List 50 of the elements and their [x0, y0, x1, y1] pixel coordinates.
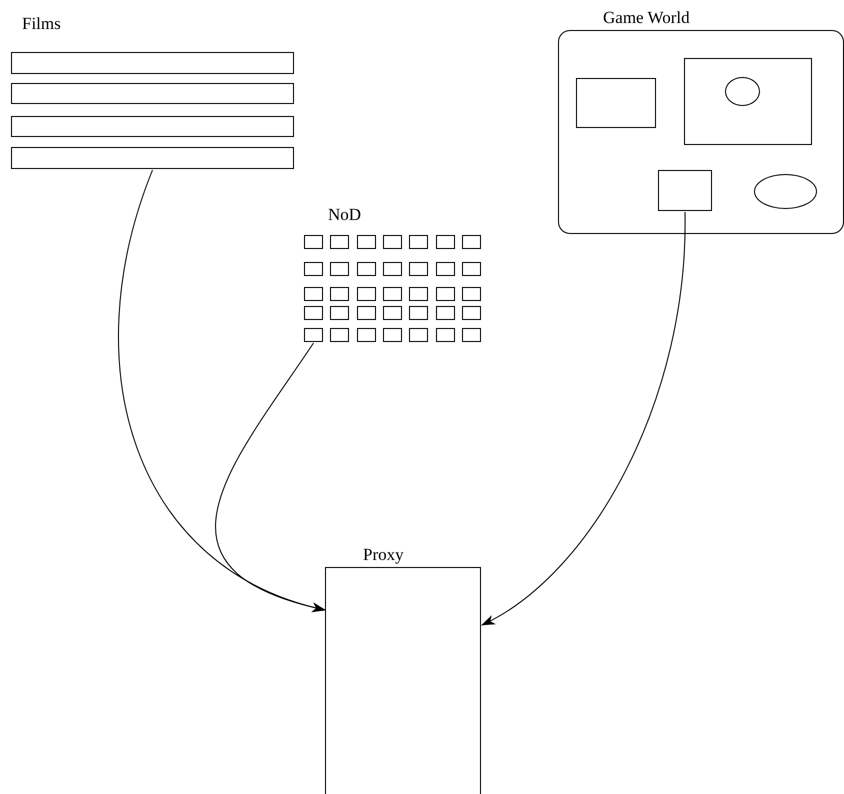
- small-rectangle: [658, 170, 712, 211]
- curved-arrow: [481, 212, 686, 626]
- small-rectangle: [409, 328, 428, 342]
- bar: [11, 83, 294, 104]
- small-rectangle: [304, 328, 323, 342]
- small-rectangle: [462, 235, 481, 249]
- heading: Game World: [603, 8, 690, 28]
- small-rectangle: [330, 328, 349, 342]
- small-rectangle: [304, 235, 323, 249]
- small-rectangle: [383, 306, 402, 320]
- small-rectangle: [436, 306, 455, 320]
- small-rectangle: [357, 328, 376, 342]
- small-rectangle: [330, 287, 349, 301]
- small-rectangle: [383, 262, 402, 276]
- small-rectangle: [383, 235, 402, 249]
- small-rectangle: [462, 262, 481, 276]
- small-rectangle: [357, 287, 376, 301]
- small-rectangle: [409, 235, 428, 249]
- heading: NoD: [328, 205, 362, 225]
- small-rectangle: [409, 287, 428, 301]
- small-rectangle: [330, 235, 349, 249]
- small-rectangle: [576, 78, 656, 128]
- small-rectangle: [304, 306, 323, 320]
- small-rectangle: [409, 306, 428, 320]
- small-rectangle: [357, 262, 376, 276]
- small-rectangle: [462, 328, 481, 342]
- small-rectangle: [436, 328, 455, 342]
- heading: Films: [22, 14, 61, 34]
- bar: [11, 116, 294, 137]
- small-rectangle: [304, 262, 323, 276]
- heading: Proxy: [363, 545, 404, 565]
- curved-arrow: [215, 342, 326, 612]
- small-rectangle: [684, 58, 812, 145]
- small-rectangle: [436, 262, 455, 276]
- circle: [725, 77, 760, 106]
- small-rectangle: [330, 306, 349, 320]
- small-rectangle: [357, 306, 376, 320]
- small-rectangle: [436, 287, 455, 301]
- small-rectangle: [462, 287, 481, 301]
- small-rectangle: [304, 287, 323, 301]
- small-rectangle: [357, 235, 376, 249]
- small-rectangle: [383, 328, 402, 342]
- bar: [11, 52, 294, 74]
- small-rectangle: [436, 235, 455, 249]
- small-rectangle: [383, 287, 402, 301]
- bar: [11, 147, 294, 169]
- small-rectangle: [462, 306, 481, 320]
- small-rectangle: [409, 262, 428, 276]
- small-rectangle: [330, 262, 349, 276]
- ellipse: [754, 174, 817, 209]
